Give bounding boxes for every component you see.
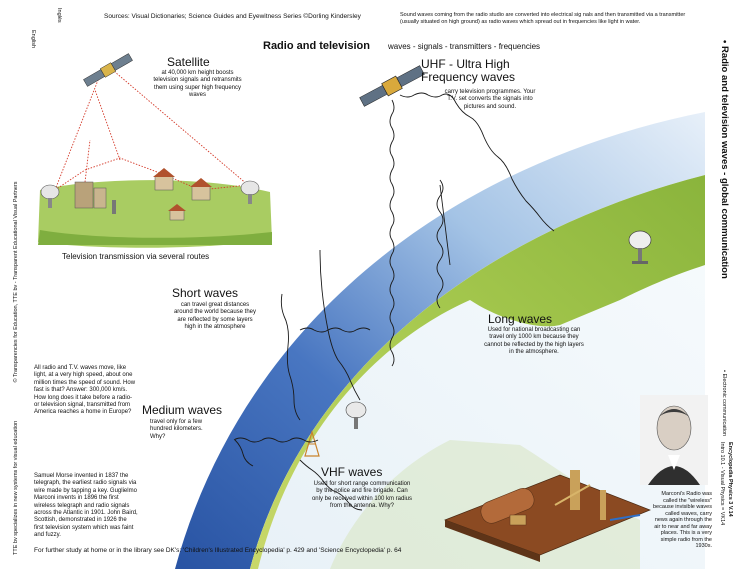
inset-dish-left (40, 184, 60, 208)
left-bottom-note: TTE bv specializes in new systems for vi… (13, 420, 19, 555)
marconi-portrait (640, 395, 708, 485)
left-copyright: © Transparencies for Education, TTE bv -… (13, 181, 19, 383)
transmitter-tower (304, 429, 320, 457)
long-waves-desc: Used for national broadcasting can trave… (484, 327, 584, 356)
page-title: Radio and television (263, 40, 370, 52)
sources-line: Sources: Visual Dictionaries; Science Gu… (104, 13, 361, 20)
satellite-desc: at 40,000 km height boosts television si… (153, 70, 242, 99)
right-subtitle: • Electronic communication (721, 370, 727, 437)
right-code: Encyclopedia Physics 3 V.14 (727, 442, 733, 517)
wave-lines (233, 92, 555, 511)
uhf-desc: carry television programmes. Your T.V. s… (444, 89, 536, 110)
atmosphere-band (175, 112, 705, 569)
medium-waves-desc: travel only for a few hundred kilometers… (150, 419, 203, 440)
marconi-caption: Marconi's Radio was called the "wireless… (652, 491, 712, 549)
right-title: • Radio and television waves - global co… (719, 40, 730, 279)
facts-history: Samuel Morse invented in 1837 the telegr… (34, 473, 138, 539)
corner-label: English (30, 30, 36, 49)
uhf-title: UHF - Ultra High Frequency waves (421, 57, 516, 84)
marconi-radio (444, 470, 651, 562)
satellite-caption: Television transmission via several rout… (62, 252, 210, 261)
inset-dish-right (240, 180, 260, 204)
receiver-dish (628, 230, 652, 264)
page-subtitle: waves - signals - transmitters - frequen… (388, 42, 541, 51)
earth-land (250, 175, 705, 569)
satellite-title: Satellite (167, 55, 210, 69)
satellite-routes (54, 71, 249, 191)
short-waves-title: Short waves (172, 286, 239, 300)
footer-further-study: For further study at home or in the libr… (34, 547, 402, 554)
long-waves-title: Long waves (488, 312, 553, 326)
inset-buildings (74, 168, 212, 221)
right-code-2: Intro 10.1 - Visual Physics = VK14 (719, 442, 725, 526)
intro-note: Sound waves coming from the radio studio… (400, 12, 686, 25)
vhf-desc: Used for short range communication by th… (311, 481, 413, 510)
transmitter-dish (345, 401, 367, 429)
vhf-title: VHF waves (321, 465, 383, 479)
uhf-satellite (359, 65, 425, 107)
medium-waves-title: Medium waves (142, 403, 223, 417)
corner-label-2: Inglés (56, 8, 62, 23)
short-waves-desc: can travel great distances around the wo… (173, 302, 257, 331)
facts-speed: All radio and T.V. waves move, like ligh… (34, 365, 136, 416)
inset-satellite (83, 53, 133, 87)
